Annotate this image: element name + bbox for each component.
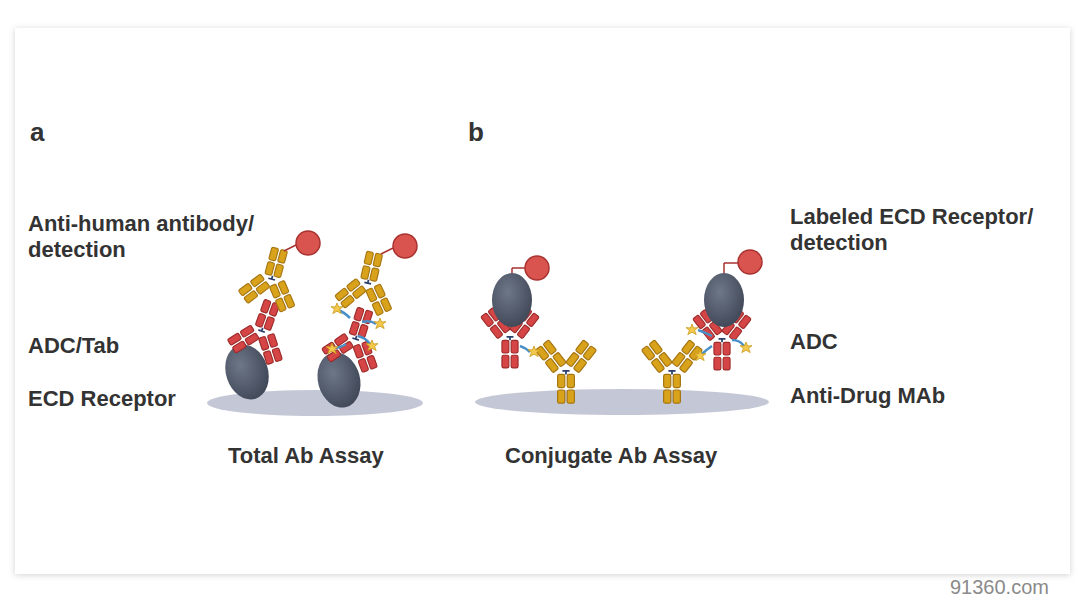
conjugate-ab-complex	[481, 256, 597, 403]
assay-caption: Conjugate Ab Assay	[505, 443, 717, 469]
anti-drug-mab	[641, 340, 702, 403]
label-link	[284, 245, 296, 251]
component-label: ADC/Tab	[28, 333, 119, 359]
panel-letter: a	[30, 117, 44, 148]
linker	[698, 330, 744, 354]
detection-label	[738, 250, 762, 274]
ecd-receptor	[704, 273, 744, 327]
payload	[326, 343, 338, 354]
component-label: Anti-human antibody/ detection	[28, 211, 300, 264]
anti-drug-mab	[535, 340, 596, 403]
total-ab-complex	[218, 231, 320, 405]
linker	[520, 346, 530, 352]
plate-surface	[475, 389, 769, 415]
label-link	[512, 267, 525, 269]
detection-label	[393, 234, 417, 258]
panel-background	[15, 28, 1070, 574]
linker	[334, 310, 376, 348]
detection-label	[296, 231, 320, 255]
anti-human-antibody	[332, 246, 403, 318]
total-ab-complex	[311, 234, 417, 412]
component-label: ADC	[790, 329, 838, 355]
component-label: Anti-Drug MAb	[790, 383, 945, 409]
panel-letter: b	[468, 117, 484, 148]
assay-caption: Total Ab Assay	[228, 443, 384, 469]
conjugate-ab-complex	[641, 250, 762, 403]
label-link	[724, 262, 738, 264]
label-link	[381, 248, 393, 254]
payload	[686, 324, 698, 335]
payload	[366, 340, 378, 351]
payload	[740, 342, 752, 353]
detection-label	[525, 256, 549, 280]
payload	[528, 346, 540, 357]
watermark: 91360.com	[950, 575, 1049, 599]
label-link	[723, 263, 725, 273]
component-label: Labeled ECD Receptor/ detection	[790, 204, 1068, 257]
anti-human-antibody	[236, 242, 308, 316]
payload	[374, 318, 386, 329]
payload	[694, 350, 706, 361]
ecd-receptor	[492, 273, 532, 327]
component-label: ECD Receptor	[28, 386, 176, 412]
